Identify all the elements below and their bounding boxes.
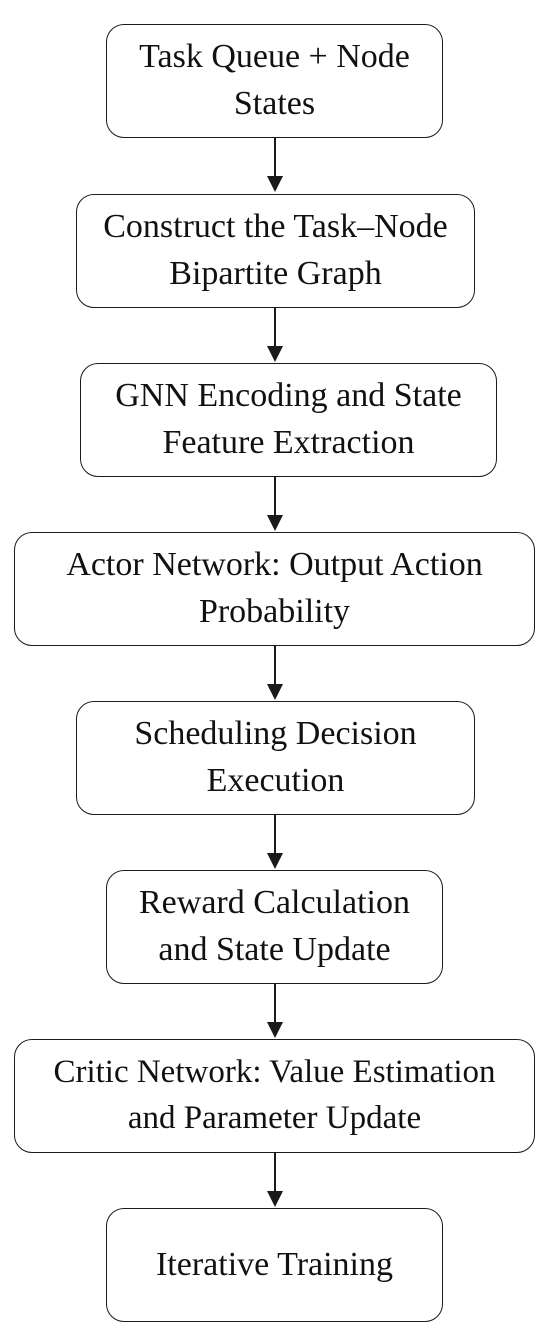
arrow-7-to-8 bbox=[267, 1153, 283, 1207]
step-label-line2: Feature Extraction bbox=[162, 424, 415, 461]
step-label-line2: States bbox=[233, 85, 316, 122]
step-label-line2: and State Update bbox=[158, 931, 391, 968]
arrow-4-to-5 bbox=[267, 646, 283, 700]
step-label-line1: Iterative Training bbox=[155, 1245, 394, 1283]
step-critic-network: Critic Network: Value Estimation and Par… bbox=[14, 1039, 535, 1153]
step-label-line1: Scheduling Decision bbox=[134, 715, 417, 753]
step-gnn-encoding: GNN Encoding and State Feature Extractio… bbox=[80, 363, 497, 477]
step-label-line1: Construct the Task–Node bbox=[103, 208, 448, 246]
step-label-line2: Bipartite Graph bbox=[169, 255, 382, 292]
step-iterative-training: Iterative Training bbox=[106, 1208, 443, 1322]
arrow-2-to-3 bbox=[267, 308, 283, 362]
step-construct-bipartite-graph: Construct the Task–Node Bipartite Graph bbox=[76, 194, 475, 308]
step-scheduling-decision: Scheduling Decision Execution bbox=[76, 701, 475, 815]
step-label-line1: Actor Network: Output Action bbox=[66, 546, 483, 584]
step-label-line2: Execution bbox=[206, 762, 345, 799]
arrow-1-to-2 bbox=[267, 138, 283, 192]
step-label-line1: Critic Network: Value Estimation bbox=[53, 1054, 496, 1091]
step-label-line2: Probability bbox=[198, 593, 351, 630]
step-task-queue-node-states: Task Queue + Node States bbox=[106, 24, 443, 138]
step-actor-network: Actor Network: Output Action Probability bbox=[14, 532, 535, 646]
step-reward-calculation: Reward Calculation and State Update bbox=[106, 870, 443, 984]
arrow-3-to-4 bbox=[267, 477, 283, 531]
step-label-line1: GNN Encoding and State bbox=[115, 377, 462, 415]
arrow-5-to-6 bbox=[267, 815, 283, 869]
step-label-line1: Reward Calculation bbox=[139, 884, 410, 922]
step-label-line1: Task Queue + Node bbox=[139, 38, 410, 76]
arrow-6-to-7 bbox=[267, 984, 283, 1038]
step-label-line2: and Parameter Update bbox=[127, 1100, 422, 1136]
